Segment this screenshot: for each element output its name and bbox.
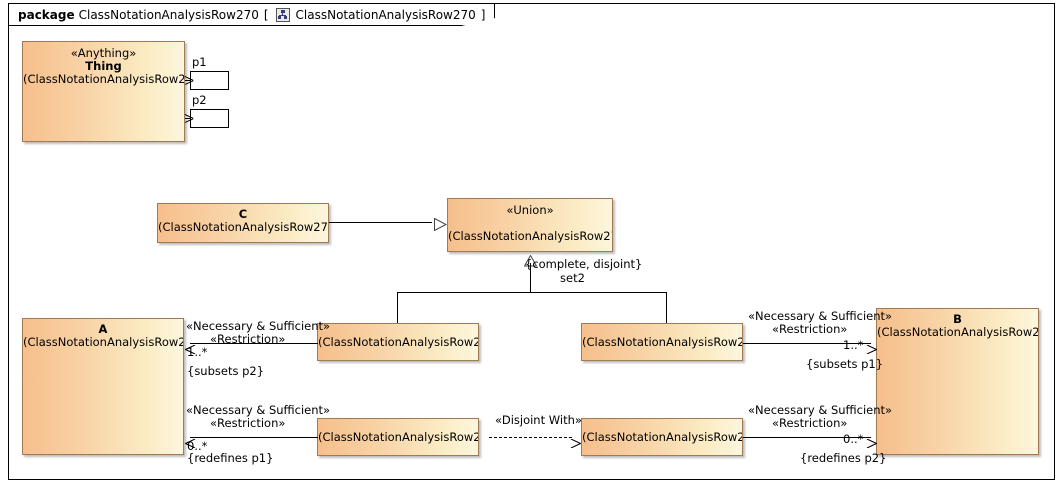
generalization-set-branch-right (666, 292, 667, 323)
port-label-p1: p1 (192, 55, 207, 69)
port-p1-arrowhead (184, 76, 194, 85)
class-a[interactable]: A (ClassNotationAnalysisRow270) (22, 318, 184, 455)
package-keyword: package (18, 7, 75, 22)
association-top-left-arrowhead (184, 339, 196, 355)
class-restriction-top-left-qualifier: (ClassNotationAnalysisRow270) (318, 335, 478, 349)
dependency-disjoint-with-arrowhead (570, 433, 582, 449)
port-p2-connector (185, 118, 191, 119)
dependency-disjoint-with-line (489, 437, 572, 438)
package-name: ClassNotationAnalysisRow270 (78, 7, 259, 22)
generalization-set-name: set2 (560, 271, 585, 285)
port-p2-arrowhead (184, 114, 194, 123)
package-frame (8, 3, 1055, 480)
generalization-c-to-union-arrowhead (434, 216, 448, 232)
class-thing-stereotype: «Anything» (70, 46, 137, 60)
class-thing-qualifier: (ClassNotationAnalysisRow270) (23, 72, 185, 86)
class-restriction-bottom-left-qualifier: (ClassNotationAnalysisRow270) (318, 430, 478, 444)
association-top-left-stereotype1: «Necessary & Sufficient» (186, 319, 331, 333)
class-b-name: B (953, 312, 962, 326)
association-bottom-right-stereotype2: «Restriction» (772, 416, 848, 430)
class-a-qualifier: (ClassNotationAnalysisRow270) (23, 335, 183, 349)
association-bottom-right-line (743, 437, 871, 438)
class-b[interactable]: B (ClassNotationAnalysisRow270) (876, 308, 1039, 455)
generalization-set-constraint: {complete, disjoint} (525, 257, 643, 271)
association-bottom-left-arrowhead (184, 433, 196, 449)
class-diagram-icon (275, 7, 290, 22)
class-thing-name: Thing (85, 59, 122, 73)
class-union-qualifier: (ClassNotationAnalysisRow270) (448, 229, 613, 243)
port-label-p2: p2 (192, 93, 207, 107)
generalization-set-stem (530, 263, 531, 293)
bracket-close: ] (480, 7, 486, 22)
class-restriction-bottom-right-qualifier: (ClassNotationAnalysisRow270) (582, 430, 742, 444)
association-bottom-left-stereotype1: «Necessary & Sufficient» (186, 403, 331, 417)
dependency-disjoint-with-stereotype: «Disjoint With» (495, 413, 582, 427)
association-bottom-left-property: {redefines p1} (187, 451, 274, 465)
association-top-left-stereotype2: «Restriction» (210, 332, 286, 346)
port-box-p2[interactable] (190, 109, 229, 128)
association-top-right-property: {subsets p1} (806, 357, 884, 371)
class-b-qualifier: (ClassNotationAnalysisRow270) (877, 325, 1039, 339)
class-restriction-bottom-left[interactable]: (ClassNotationAnalysisRow270) (317, 418, 479, 456)
generalization-set-branch-left (397, 292, 398, 323)
association-top-right-multiplicity: 1..* (843, 338, 864, 352)
association-top-right-stereotype1: «Necessary & Sufficient» (748, 309, 893, 323)
class-restriction-bottom-right[interactable]: (ClassNotationAnalysisRow270) (581, 418, 743, 456)
class-restriction-top-right[interactable]: (ClassNotationAnalysisRow270) (581, 323, 743, 361)
association-bottom-right-arrowhead (866, 433, 878, 449)
association-top-right-line (743, 343, 871, 344)
association-top-left-property: {subsets p2} (187, 364, 265, 378)
class-union-stereotype: «Union» (506, 203, 554, 217)
package-header-tab[interactable]: package ClassNotationAnalysisRow270 [ Cl… (8, 3, 496, 26)
class-c[interactable]: C (ClassNotationAnalysisRow270) (157, 203, 329, 243)
association-bottom-right-multiplicity: 0..* (843, 432, 864, 446)
association-bottom-right-property: {redefines p2} (800, 451, 887, 465)
class-c-qualifier: (ClassNotationAnalysisRow270) (158, 220, 329, 234)
association-bottom-left-multiplicity: 0..* (187, 439, 208, 453)
class-restriction-top-left[interactable]: (ClassNotationAnalysisRow270) (317, 323, 479, 361)
class-restriction-top-right-qualifier: (ClassNotationAnalysisRow270) (582, 335, 742, 349)
generalization-c-to-union-line (329, 222, 432, 223)
diagram-name: ClassNotationAnalysisRow270 (295, 7, 476, 22)
association-top-right-arrowhead (866, 339, 878, 355)
class-a-name: A (98, 322, 108, 336)
class-c-name: C (238, 207, 248, 221)
class-union[interactable]: «Union» (ClassNotationAnalysisRow270) (447, 198, 613, 252)
association-bottom-right-stereotype1: «Necessary & Sufficient» (748, 403, 893, 417)
bracket-open: [ (263, 7, 269, 22)
generalization-set-crossbar (397, 292, 667, 293)
port-p1-connector (185, 80, 191, 81)
association-bottom-left-line (190, 437, 318, 438)
port-box-p1[interactable] (190, 71, 229, 90)
association-top-left-multiplicity: 1..* (187, 345, 208, 359)
association-top-left-line (190, 343, 318, 344)
association-top-right-stereotype2: «Restriction» (772, 322, 848, 336)
association-bottom-left-stereotype2: «Restriction» (210, 416, 286, 430)
class-thing[interactable]: «Anything» Thing (ClassNotationAnalysisR… (22, 41, 185, 142)
